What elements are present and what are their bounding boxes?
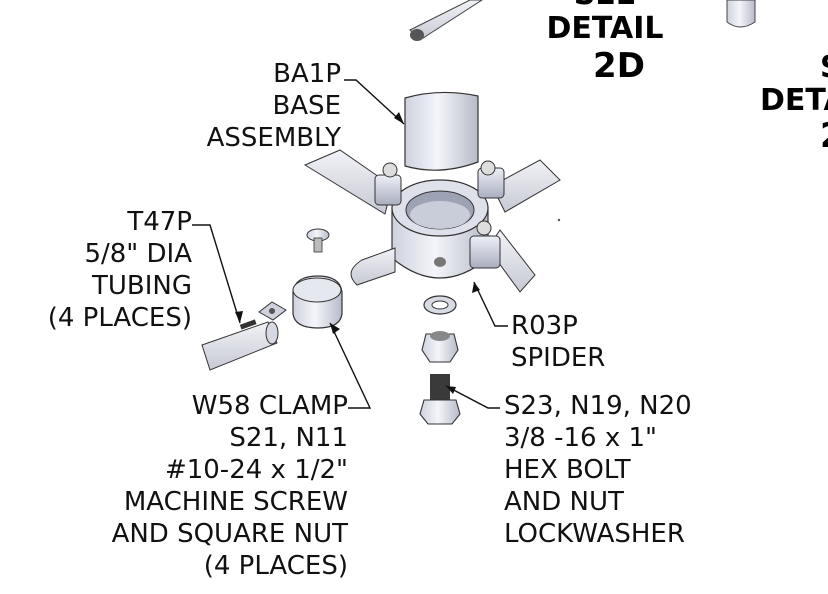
base-assembly-part xyxy=(404,91,479,171)
leader-clamp xyxy=(329,322,372,409)
hex-bolt-part xyxy=(419,374,461,425)
base-desc-line1: BASE xyxy=(272,91,341,121)
clamp-desc-line5: (4 PLACES) xyxy=(203,551,348,581)
bolt-desc-line1: 3/8 -16 x 1" xyxy=(504,423,657,453)
leader-arrowheads xyxy=(235,112,480,394)
machine-screw-part xyxy=(306,228,330,253)
leader-tubing xyxy=(192,224,241,324)
t47p-tubing-part xyxy=(201,319,279,371)
detail-number: 2D xyxy=(593,46,645,86)
tubing-part-number: T47P xyxy=(127,207,192,237)
lockwasher-part xyxy=(423,295,457,315)
leader-base xyxy=(344,79,405,125)
tubing-desc-line1: 5/8" DIA xyxy=(84,239,192,269)
clamp-desc-line3: MACHINE SCREW xyxy=(123,487,348,517)
spider-part xyxy=(374,160,505,279)
reference-dot xyxy=(557,218,561,222)
bolt-desc-line4: LOCKWASHER xyxy=(504,519,685,549)
bolt-desc-line3: AND NUT xyxy=(504,487,624,517)
detail-see-text: SEE xyxy=(540,0,670,12)
callout-base-assembly: BA1P BASE ASSEMBLY xyxy=(207,58,341,154)
spider-desc-line1: SPIDER xyxy=(511,343,606,373)
leader-lines xyxy=(192,79,508,409)
callout-spider: R03P SPIDER xyxy=(511,310,605,374)
base-desc-line2: ASSEMBLY xyxy=(206,123,341,153)
spider-part-number: R03P xyxy=(511,311,578,341)
detail-right-see-text: S xyxy=(760,52,828,84)
callout-clamp: W58 CLAMP S21, N11 #10-24 x 1/2" MACHINE… xyxy=(112,390,348,582)
clamp-desc-line4: AND SQUARE NUT xyxy=(111,519,348,549)
upper-right-rod xyxy=(726,0,756,28)
hex-nut-part xyxy=(421,331,459,363)
tube-back-right xyxy=(491,159,561,213)
see-detail-right-callout: S DETA 2 xyxy=(760,52,828,155)
detail-label: DETAIL xyxy=(546,11,664,46)
base-part-number: BA1P xyxy=(273,59,341,89)
square-nut-part xyxy=(258,301,287,321)
clamp-desc-line2: #10-24 x 1/2" xyxy=(164,455,348,485)
w58-clamp-part xyxy=(292,275,343,329)
detail-right-number: 2 xyxy=(760,118,828,154)
leader-spider xyxy=(473,281,508,327)
leader-bolt xyxy=(445,385,500,409)
see-detail-2d-callout: SEE DETAIL 2D xyxy=(540,0,670,86)
clamp-part-number: W58 CLAMP xyxy=(191,391,348,421)
tubing-desc-line2: TUBING xyxy=(91,271,192,301)
spider-stub-front-left xyxy=(350,247,396,286)
tubing-desc-line3: (4 PLACES) xyxy=(47,303,192,333)
clamp-desc-line1: S21, N11 xyxy=(229,423,348,453)
detail-right-label: DETA xyxy=(760,83,828,118)
callout-tubing: T47P 5/8" DIA TUBING (4 PLACES) xyxy=(48,206,192,334)
bolt-part-numbers: S23, N19, N20 xyxy=(504,391,692,421)
upper-rod xyxy=(409,0,483,41)
bolt-desc-line2: HEX BOLT xyxy=(504,455,631,485)
callout-hex-bolt: S23, N19, N20 3/8 -16 x 1" HEX BOLT AND … xyxy=(504,390,692,550)
